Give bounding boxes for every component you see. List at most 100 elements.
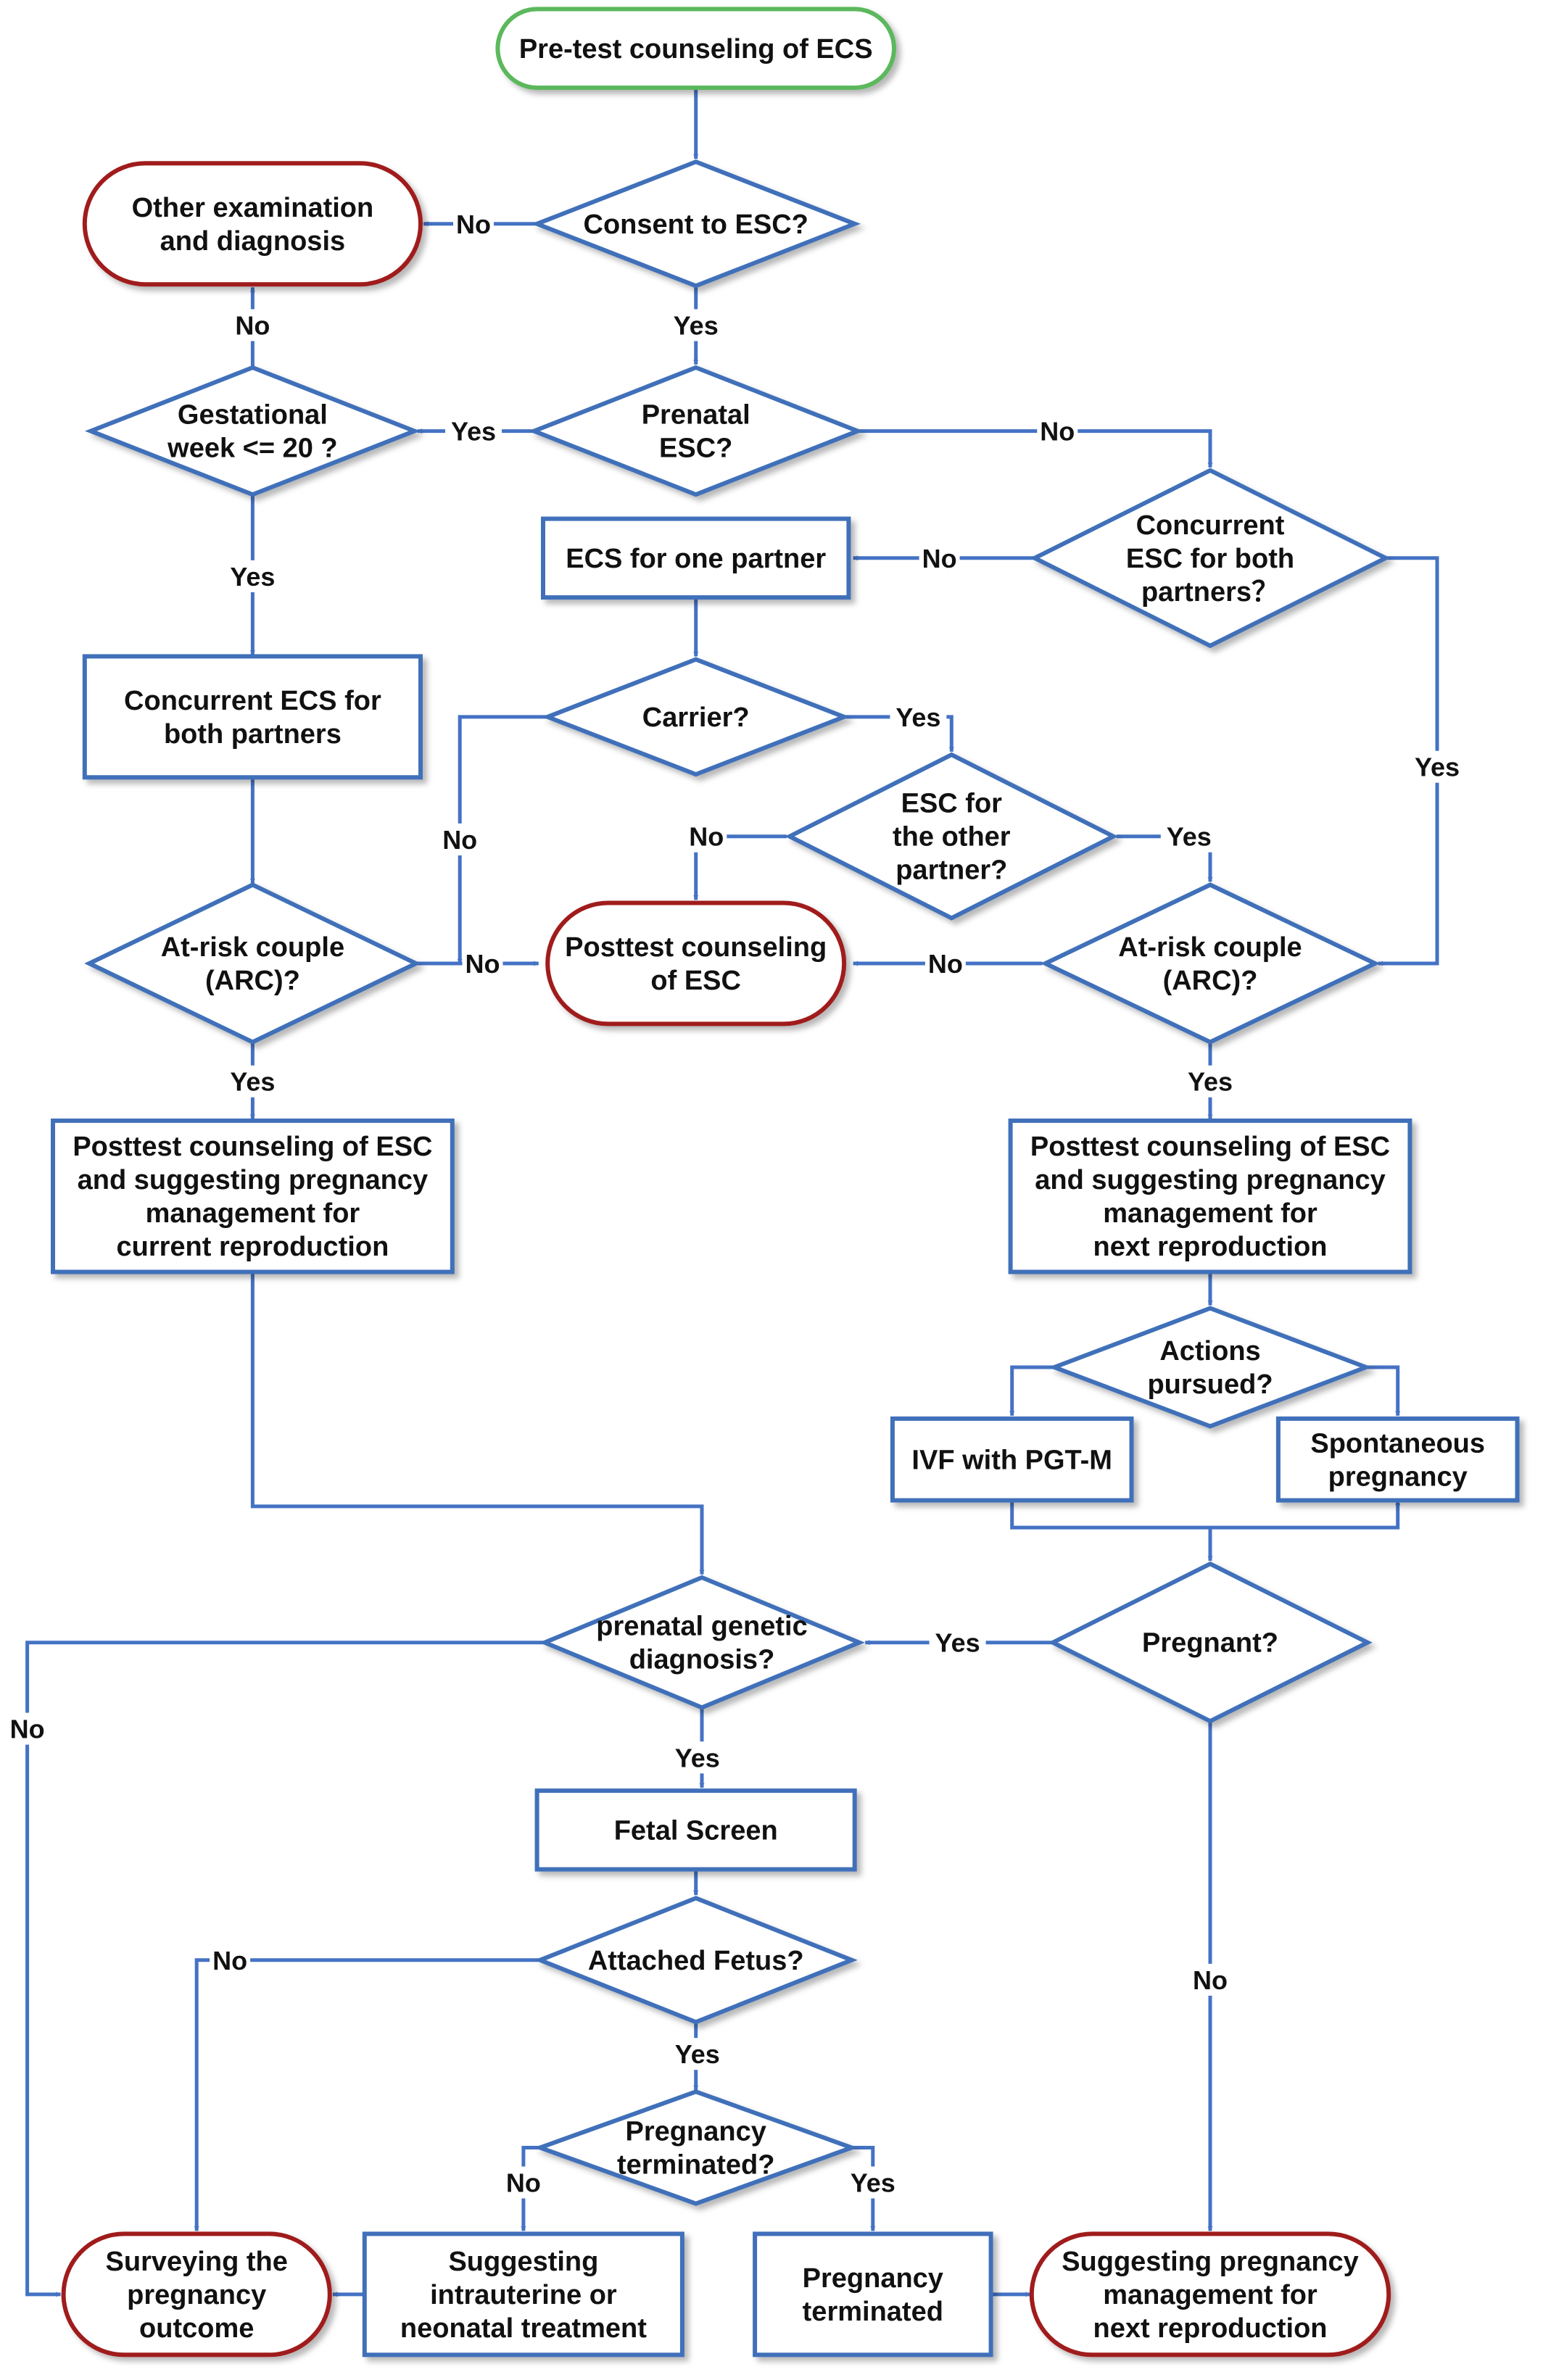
decision-shape <box>541 657 851 777</box>
edge-label-arc-right-yes: Yes <box>1182 1065 1238 1098</box>
process-shape <box>1275 1416 1520 1503</box>
decision-shape <box>84 365 421 497</box>
process-shape <box>890 1416 1134 1503</box>
edge-label-concurrent-no: No <box>919 542 960 574</box>
connector-11 <box>844 715 954 752</box>
edge-label-arc-left-no: No <box>462 948 503 979</box>
node-label: At-risk couple(ARC)? <box>1118 932 1302 996</box>
node-label: Consent to ESC? <box>584 210 808 240</box>
edge-label-bg <box>232 309 273 341</box>
edge-label-other-no: No <box>686 820 727 853</box>
edge-label-bg <box>445 415 502 447</box>
edge-label-gest-no: No <box>232 309 273 341</box>
edge-label-bg <box>439 823 481 855</box>
edge-label-text: Yes <box>851 2168 895 2198</box>
edge-label-consent-no: No <box>453 207 494 240</box>
edge-label-terminated-no: No <box>502 2166 544 2199</box>
edge-label-text: No <box>235 311 270 341</box>
edge-label-text: Yes <box>1415 752 1460 782</box>
edge-label-text: No <box>466 949 500 979</box>
connector-27 <box>25 1641 545 2297</box>
edge-label-text: Yes <box>451 417 496 447</box>
node-carrier: Carrier? <box>541 657 851 777</box>
edge-label-attached-yes: Yes <box>669 2038 726 2070</box>
edge-label-bg <box>7 1712 48 1745</box>
edge-label-text: No <box>689 822 724 852</box>
edge-label-text: Yes <box>935 1628 980 1658</box>
node-attached: Attached Fetus? <box>534 1896 858 2025</box>
decision-shape <box>1040 882 1381 1045</box>
edge-label-prenatal-yes: Yes <box>445 415 502 447</box>
node-label: At-risk couple(ARC)? <box>161 932 344 996</box>
decision-shape <box>531 159 861 289</box>
edge-label-attached-no: No <box>210 1944 251 1976</box>
edge-label-pregnant-yes: Yes <box>929 1626 986 1659</box>
edge-label-other-yes: Yes <box>1160 820 1217 853</box>
edge-label-gest-yes: Yes <box>224 560 281 592</box>
edge-label-concurrent-yes: Yes <box>1409 750 1465 783</box>
process-shape <box>82 654 423 780</box>
edge-label-bg <box>453 207 494 240</box>
edge-label-bg <box>924 948 966 979</box>
node-consent: Consent to ESC? <box>531 159 861 289</box>
edge-label-text: No <box>928 949 963 979</box>
node-label: Carrier? <box>642 702 750 733</box>
edge-label-bg <box>844 2166 901 2199</box>
edge-label-bg <box>669 1741 726 1774</box>
node-label: Pregnant? <box>1142 1628 1278 1659</box>
edge-label-bg <box>502 2166 544 2199</box>
edge-label-bg <box>929 1626 986 1659</box>
connector-20 <box>250 1272 705 1575</box>
connector-6 <box>857 429 1213 468</box>
node-start: Pre-test counseling of ECS <box>495 7 896 90</box>
process-shape <box>51 1118 455 1274</box>
process-shape <box>534 1788 857 1872</box>
edge-label-text: Yes <box>230 1067 275 1097</box>
edge-label-text: Yes <box>1188 1067 1233 1097</box>
edge-label-arc-right-no: No <box>924 948 966 979</box>
edge-label-pregnant-no: No <box>1190 1963 1230 1996</box>
edge-label-bg <box>224 1065 281 1098</box>
edge-label-bg <box>667 309 724 341</box>
decision-shape <box>1030 468 1391 649</box>
decision-shape <box>533 2089 859 2206</box>
process-shape <box>541 516 851 600</box>
edge-label-bg <box>1190 1963 1230 1996</box>
edge-label-text: No <box>456 210 491 239</box>
edge-label-text: No <box>442 825 477 855</box>
edge-label-bg <box>1160 820 1217 853</box>
decision-shape <box>1048 1306 1373 1429</box>
edge-label-terminated-yes: Yes <box>844 2166 901 2199</box>
edge-label-text: No <box>10 1714 45 1744</box>
edge-label-bg <box>1037 415 1078 447</box>
edge-label-prenatal-no: No <box>1037 415 1078 447</box>
connector-22 <box>1009 1365 1055 1417</box>
edge-label-text: No <box>1040 417 1075 447</box>
edge-label-consent-yes: Yes <box>667 309 724 341</box>
node-label: Fetal Screen <box>614 1815 778 1846</box>
edge-label-text: No <box>212 1946 247 1975</box>
node-arc-left: At-risk couple(ARC)? <box>84 882 421 1045</box>
node-arc-right: At-risk couple(ARC)? <box>1040 882 1381 1045</box>
edge-label-arc-left-yes: Yes <box>224 1065 281 1098</box>
terminal-shape <box>61 2231 332 2358</box>
edge-label-prenatal-dx-yes: Yes <box>669 1741 726 1774</box>
edge-label-text: Yes <box>675 2039 720 2069</box>
decision-shape <box>534 1896 858 2025</box>
